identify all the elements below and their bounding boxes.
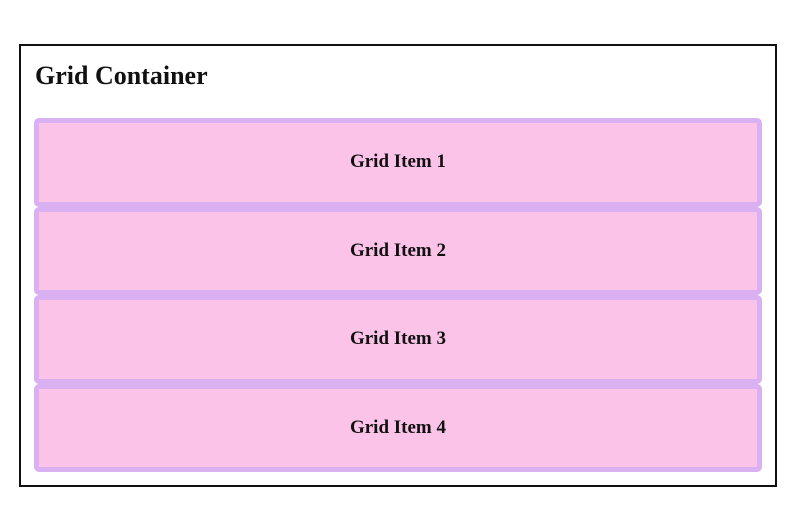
grid-item-4: Grid Item 4 [34,383,762,472]
grid-item-label: Grid Item 4 [349,416,447,438]
grid-item-2: Grid Item 2 [34,206,762,295]
container-title: Grid Container [35,61,208,90]
grid-item-label: Grid Item 2 [349,239,447,261]
grid-item-3: Grid Item 3 [34,295,762,384]
grid-container: Grid Container Grid Item 1 Grid Item 2 G… [19,44,777,487]
grid-item-label: Grid Item 1 [349,151,447,173]
grid: Grid Item 1 Grid Item 2 Grid Item 3 Grid… [34,118,762,472]
grid-item-label: Grid Item 3 [349,328,447,350]
grid-item-1: Grid Item 1 [34,118,762,207]
